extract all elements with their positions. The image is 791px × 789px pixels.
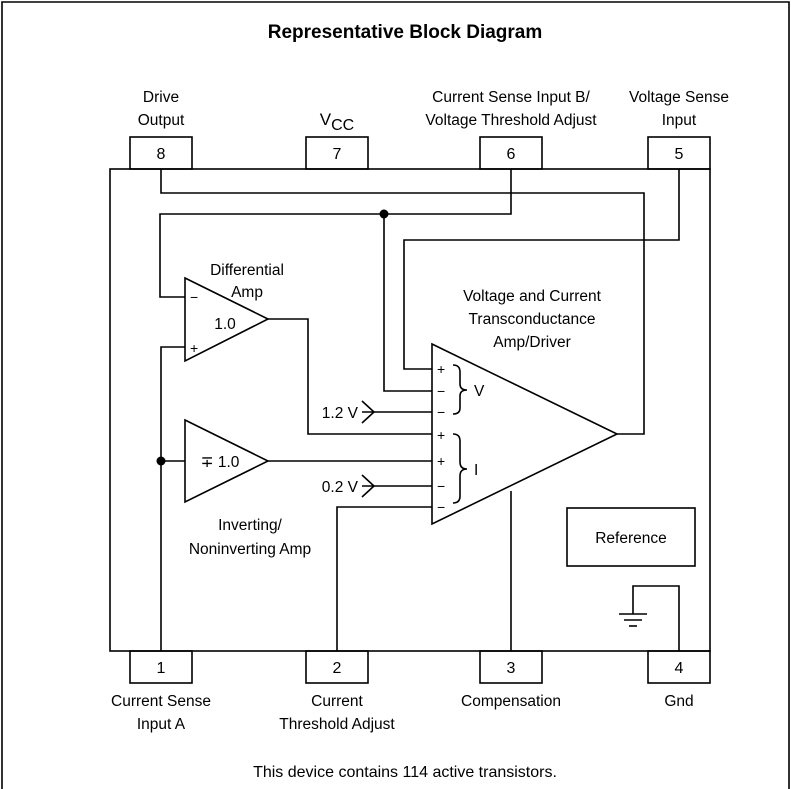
main-amp-label-line1: Voltage and Current — [463, 288, 602, 305]
pin-4: 4 — [647, 650, 711, 684]
inv-amp-gain: ∓ 1.0 — [201, 454, 240, 471]
pin-4-label: Gnd — [664, 693, 693, 710]
diff-amp-plus: + — [190, 340, 198, 356]
svg-text:7: 7 — [333, 146, 342, 163]
pin-1-label-line2: Input A — [137, 716, 186, 733]
main-amp-label-line2: Transconductance — [469, 311, 596, 328]
pin-2-label-line2: Threshold Adjust — [279, 716, 395, 733]
svg-text:−: − — [437, 499, 445, 515]
svg-text:4: 4 — [675, 660, 684, 677]
diff-amp-label-line2: Amp — [231, 284, 263, 301]
svg-text:+: + — [437, 361, 445, 377]
diff-amp-label-line1: Differential — [210, 262, 284, 279]
svg-text:0.2 V: 0.2 V — [322, 479, 359, 496]
svg-text:2: 2 — [333, 660, 342, 677]
pin-6: 6 — [479, 136, 543, 170]
pin-6-label-line1: Current Sense Input B/ — [432, 89, 590, 106]
inverting-amp: ∓ 1.0 — [184, 418, 270, 504]
pin-2: 2 — [305, 650, 369, 684]
svg-text:+: + — [437, 453, 445, 469]
svg-text:+: + — [437, 427, 445, 443]
pin-5-label-line1: Voltage Sense — [629, 89, 729, 106]
svg-text:8: 8 — [157, 146, 166, 163]
v-group-label: V — [474, 383, 485, 400]
pin-7-label: VCC — [320, 110, 354, 134]
diff-amp-minus: − — [190, 289, 198, 305]
pin-6-label-line2: Voltage Threshold Adjust — [425, 112, 597, 129]
diagram-title: Representative Block Diagram — [268, 22, 543, 43]
svg-text:−: − — [437, 478, 445, 494]
pin-3-label: Compensation — [461, 693, 561, 710]
wiring — [159, 169, 680, 651]
pin-3: 3 — [479, 650, 543, 684]
pin-8-label-line2: Output — [138, 112, 185, 129]
reference-block: Reference — [566, 507, 696, 567]
junction-dot — [156, 456, 166, 466]
svg-text:−: − — [437, 404, 445, 420]
inv-amp-label-line1: Inverting/ — [218, 517, 282, 534]
pin-1: 1 — [129, 650, 193, 684]
svg-text:5: 5 — [675, 146, 684, 163]
vcc-main: V — [320, 110, 332, 129]
pin-8: 8 — [129, 136, 193, 170]
svg-text:1: 1 — [157, 660, 166, 677]
svg-text:3: 3 — [507, 660, 516, 677]
svg-text:Reference: Reference — [595, 530, 667, 547]
svg-text:1.2 V: 1.2 V — [322, 405, 359, 422]
transistor-count-note: This device contains 114 active transist… — [253, 764, 557, 781]
pin-5-label-line2: Input — [662, 112, 697, 129]
svg-text:−: − — [437, 383, 445, 399]
pin-2-label-line1: Current — [311, 693, 363, 710]
ic-body — [109, 168, 711, 652]
ground-icon — [619, 613, 647, 627]
voltage-source-0v2: 0.2 V — [322, 474, 376, 498]
voltage-source-1v2: 1.2 V — [322, 400, 376, 424]
inv-amp-label-line2: Noninverting Amp — [189, 541, 311, 558]
vcc-subscript: CC — [331, 117, 354, 134]
pin-7: 7 — [305, 136, 369, 170]
svg-text:6: 6 — [507, 146, 516, 163]
main-amp: + − − + + − − V I — [431, 342, 619, 526]
pin-5: 5 — [647, 136, 711, 170]
diff-amp-gain: 1.0 — [214, 316, 236, 333]
junction-dot — [379, 209, 389, 219]
i-group-label: I — [474, 462, 478, 479]
pin-8-label-line1: Drive — [143, 89, 179, 106]
differential-amp: − + 1.0 — [184, 276, 270, 363]
pin-1-label-line1: Current Sense — [111, 693, 211, 710]
main-amp-label-line3: Amp/Driver — [493, 334, 571, 351]
